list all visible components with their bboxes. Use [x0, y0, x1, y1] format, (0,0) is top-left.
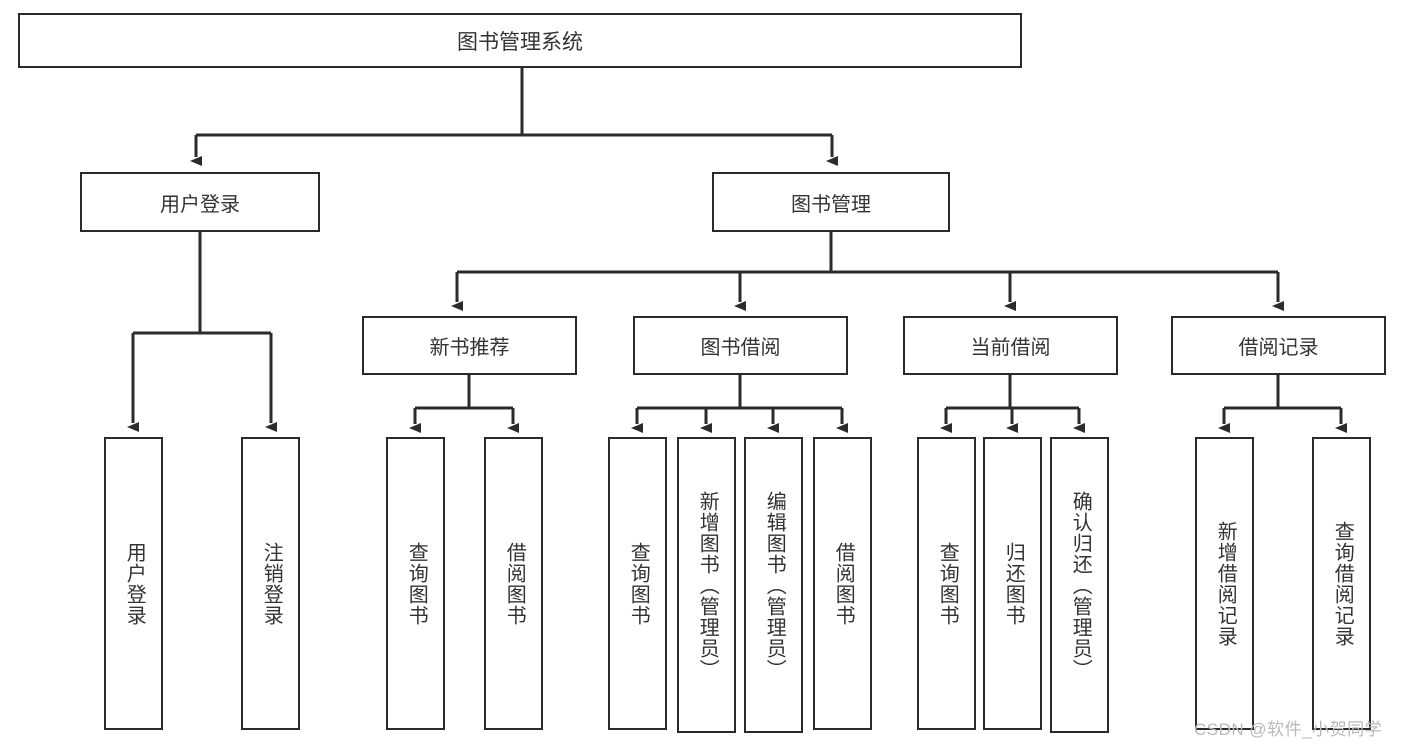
leaf-user-login[interactable]: 用户登录 — [104, 437, 163, 730]
leaf-logout-login[interactable]: 注销登录 — [241, 437, 300, 730]
node-label: 查询图书 — [405, 541, 428, 626]
leaf-confirm-return-admin[interactable]: 确认归还（管理员） — [1050, 437, 1109, 733]
leaf-query-borrow-record[interactable]: 查询借阅记录 — [1312, 437, 1371, 730]
node-root-system[interactable]: 图书管理系统 — [18, 13, 1022, 68]
node-label: 查询图书 — [936, 541, 959, 626]
node-label: 图书管理 — [791, 193, 871, 216]
leaf-add-book-admin[interactable]: 新增图书（管理员） — [677, 437, 736, 733]
node-label: 当前借阅 — [970, 337, 1051, 359]
node-borrow-record[interactable]: 借阅记录 — [1171, 316, 1386, 375]
leaf-add-borrow-record[interactable]: 新增借阅记录 — [1195, 437, 1254, 730]
node-label: 图书借阅 — [700, 337, 781, 359]
node-label: 用户登录 — [123, 541, 146, 626]
node-label: 用户登录 — [160, 193, 240, 216]
node-label: 查询借阅记录 — [1331, 520, 1354, 647]
node-label: 编辑图书（管理员） — [763, 490, 786, 680]
node-book-borrow[interactable]: 图书借阅 — [633, 316, 848, 375]
node-label: 查询图书 — [627, 541, 650, 626]
node-label: 新书推荐 — [429, 337, 510, 359]
node-current-borrow[interactable]: 当前借阅 — [903, 316, 1118, 375]
node-label: 新增借阅记录 — [1214, 520, 1237, 647]
leaf-borrow-book[interactable]: 借阅图书 — [813, 437, 872, 730]
node-label: 归还图书 — [1002, 541, 1025, 626]
leaf-query-book-recommend[interactable]: 查询图书 — [386, 437, 445, 730]
node-label: 图书管理系统 — [457, 30, 583, 54]
node-label: 确认归还（管理员） — [1069, 490, 1092, 680]
node-label: 借阅图书 — [503, 541, 526, 626]
node-new-book-recommend[interactable]: 新书推荐 — [362, 316, 577, 375]
node-book-management[interactable]: 图书管理 — [712, 172, 950, 232]
csdn-watermark: CSDN @软件_小贺同学 — [1194, 720, 1383, 739]
node-label: 借阅记录 — [1238, 337, 1319, 359]
node-user-login[interactable]: 用户登录 — [80, 172, 320, 232]
leaf-return-book[interactable]: 归还图书 — [983, 437, 1042, 730]
node-label: 注销登录 — [260, 541, 283, 626]
node-label: 新增图书（管理员） — [696, 490, 719, 680]
leaf-query-book-current[interactable]: 查询图书 — [917, 437, 976, 730]
leaf-query-book-borrow[interactable]: 查询图书 — [608, 437, 667, 730]
node-label: 借阅图书 — [832, 541, 855, 626]
leaf-edit-book-admin[interactable]: 编辑图书（管理员） — [744, 437, 803, 733]
leaf-borrow-book-recommend[interactable]: 借阅图书 — [484, 437, 543, 730]
